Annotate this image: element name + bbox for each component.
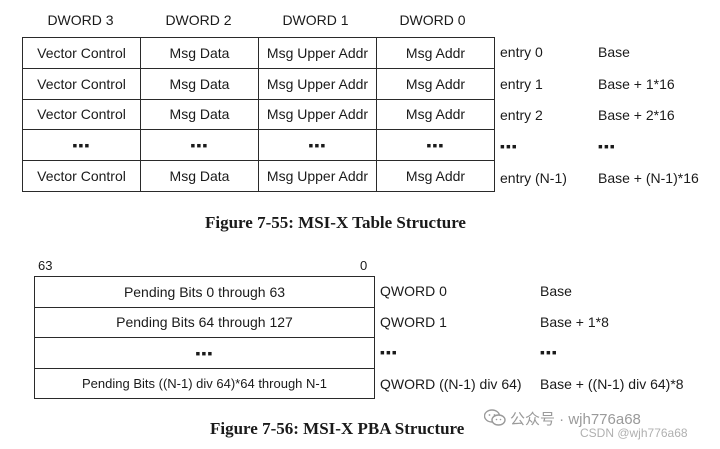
msg-data-cell: Msg Data <box>140 98 259 131</box>
vector-control-cell: Vector Control <box>22 98 141 131</box>
address-label: Base <box>540 283 572 299</box>
msg-upper-addr-cell: Msg Upper Addr <box>258 98 377 131</box>
entry-ellipsis: ▪▪▪ <box>500 138 518 154</box>
msg-upper-addr-cell: Msg Upper Addr <box>258 67 377 100</box>
table-row: Pending Bits ((N-1) div 64)*64 through N… <box>34 367 375 399</box>
entry-label: entry 0 <box>500 44 543 60</box>
address-ellipsis: ▪▪▪ <box>540 344 558 360</box>
pending-bits-cell: Pending Bits 64 through 127 <box>34 306 375 338</box>
watermark-text: 公众号 · wjh776a68 <box>510 411 641 428</box>
address-label: Base + 1*16 <box>598 76 675 92</box>
msg-data-cell: Msg Data <box>140 67 259 100</box>
msg-data-cell: Msg Data <box>140 160 259 192</box>
address-label: Base + ((N-1) div 64)*8 <box>540 376 684 392</box>
qword-label: QWORD 0 <box>380 283 447 299</box>
msg-data-cell: Msg Data <box>140 37 259 69</box>
watermark-sub: CSDN @wjh776a68 <box>580 426 688 440</box>
header-dword1: DWORD 1 <box>282 12 349 28</box>
msg-upper-addr-cell: Msg Upper Addr <box>258 37 377 69</box>
address-label: Base + 1*8 <box>540 314 609 330</box>
ellipsis-cell: ▪▪▪ <box>376 129 495 162</box>
vector-control-cell: Vector Control <box>22 160 141 192</box>
header-dword2: DWORD 2 <box>165 12 232 28</box>
wechat-icon <box>484 409 506 426</box>
ellipsis-cell: ▪▪▪ <box>22 129 141 162</box>
table-row: Pending Bits 0 through 63 <box>34 276 375 308</box>
msg-addr-cell: Msg Addr <box>376 98 495 131</box>
table-row-ellipsis: ▪▪▪ ▪▪▪ ▪▪▪ ▪▪▪ <box>22 129 495 162</box>
vector-control-cell: Vector Control <box>22 67 141 100</box>
msix-pba-structure: Pending Bits 0 through 63 Pending Bits 6… <box>34 276 375 399</box>
qword-label: QWORD ((N-1) div 64) <box>380 376 522 392</box>
bit-high-label: 63 <box>38 258 53 273</box>
figure-caption-table: Figure 7-55: MSI-X Table Structure <box>205 213 466 232</box>
address-label: Base <box>598 44 630 60</box>
msix-table-structure: Vector Control Msg Data Msg Upper Addr M… <box>22 37 495 192</box>
msg-addr-cell: Msg Addr <box>376 160 495 192</box>
entry-label: entry 1 <box>500 76 543 92</box>
table-row: Vector Control Msg Data Msg Upper Addr M… <box>22 98 495 131</box>
table-row: Vector Control Msg Data Msg Upper Addr M… <box>22 67 495 100</box>
ellipsis-cell: ▪▪▪ <box>34 337 375 369</box>
entry-label: entry (N-1) <box>500 170 567 186</box>
pending-bits-cell: Pending Bits 0 through 63 <box>34 276 375 308</box>
qword-label: QWORD 1 <box>380 314 447 330</box>
address-label: Base + 2*16 <box>598 107 675 123</box>
table-row: Pending Bits 64 through 127 <box>34 306 375 338</box>
header-dword0: DWORD 0 <box>399 12 466 28</box>
table-row: Vector Control Msg Data Msg Upper Addr M… <box>22 37 495 69</box>
ellipsis-cell: ▪▪▪ <box>140 129 259 162</box>
vector-control-cell: Vector Control <box>22 37 141 69</box>
qword-ellipsis: ▪▪▪ <box>380 344 398 360</box>
ellipsis-cell: ▪▪▪ <box>258 129 377 162</box>
address-label: Base + (N-1)*16 <box>598 170 699 186</box>
pending-bits-cell: Pending Bits ((N-1) div 64)*64 through N… <box>34 367 375 399</box>
msg-addr-cell: Msg Addr <box>376 67 495 100</box>
figure-caption-pba: Figure 7-56: MSI-X PBA Structure <box>210 419 465 438</box>
address-ellipsis: ▪▪▪ <box>598 138 616 154</box>
entry-label: entry 2 <box>500 107 543 123</box>
header-dword3: DWORD 3 <box>47 12 114 28</box>
table-row: Vector Control Msg Data Msg Upper Addr M… <box>22 160 495 192</box>
bit-low-label: 0 <box>360 258 368 273</box>
msg-upper-addr-cell: Msg Upper Addr <box>258 160 377 192</box>
msg-addr-cell: Msg Addr <box>376 37 495 69</box>
table-row-ellipsis: ▪▪▪ <box>34 337 375 369</box>
